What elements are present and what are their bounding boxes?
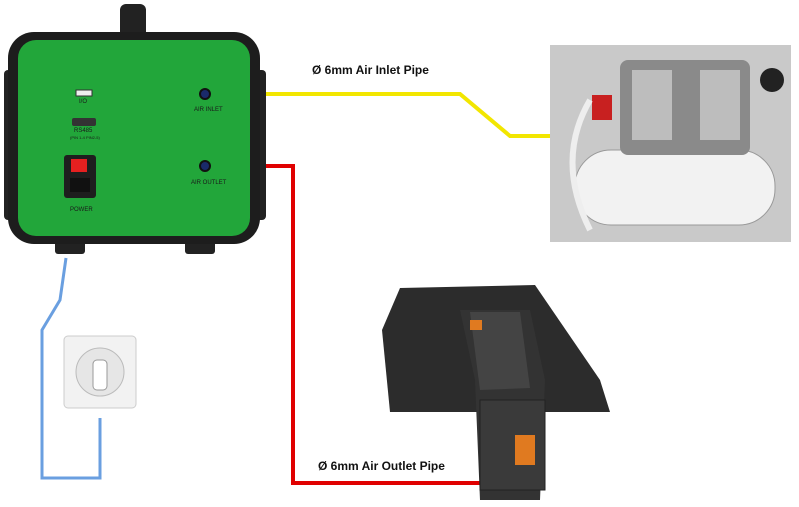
outlet-pipe-label: Ø 6mm Air Outlet Pipe <box>318 459 445 473</box>
wall-socket <box>63 335 137 409</box>
air-inlet-pipe <box>210 92 565 138</box>
air-outlet-label: AIR OUTLET <box>191 180 227 186</box>
rs485-label: RS485 <box>74 128 93 134</box>
leak-tester-device <box>4 4 266 254</box>
power-cable <box>40 257 102 480</box>
inlet-pipe-label: Ø 6mm Air Inlet Pipe <box>312 63 429 77</box>
air-inlet-label: AIR INLET <box>194 107 223 113</box>
air-compressor-photo <box>550 45 791 242</box>
battery-pack-photo <box>382 285 610 500</box>
rs485-sublabel: (PIN 1-4 PIN2-5) <box>70 135 100 140</box>
power-label: POWER <box>70 207 93 213</box>
io-port-label: I/O <box>79 99 88 105</box>
